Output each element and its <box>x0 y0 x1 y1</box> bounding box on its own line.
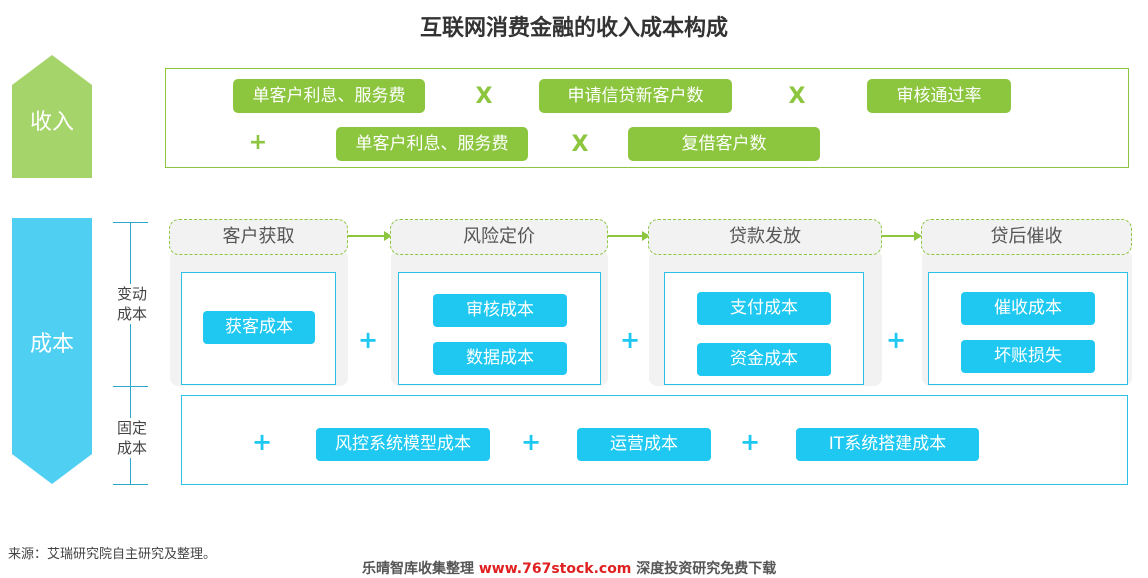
cost-item-collection: 催收成本 <box>961 292 1095 325</box>
income-arrow-shape <box>12 55 92 178</box>
stage-loan-disbursement: 贷款发放 <box>648 219 882 255</box>
cost-item-acquisition: 获客成本 <box>203 311 315 344</box>
cost-item-data: 数据成本 <box>433 342 567 375</box>
cost-arrow-shape <box>12 218 92 484</box>
watermark-url: www.767stock.com <box>478 561 632 577</box>
multiply-operator: X <box>571 132 589 157</box>
income-label: 收入 <box>29 110 74 135</box>
fixed-item-risk-model: 风控系统模型成本 <box>316 428 490 461</box>
income-term-repeat-customers: 复借客户数 <box>628 127 820 161</box>
watermark-prefix: 乐晴智库收集整理 <box>362 561 474 577</box>
income-formula-box <box>165 68 1129 168</box>
multiply-operator: X <box>788 84 806 109</box>
plus-operator: + <box>739 428 761 456</box>
fixed-cost-label: 固定 成本 <box>112 418 152 458</box>
income-term-new-applicants: 申请信贷新客户数 <box>539 79 732 113</box>
stage-post-loan-collection: 贷后催收 <box>921 219 1132 255</box>
plus-operator: + <box>357 326 379 354</box>
variable-cost-label: 变动 成本 <box>112 284 152 324</box>
plus-operator: + <box>885 326 907 354</box>
plus-operator: + <box>619 326 641 354</box>
cost-label: 成本 <box>29 332 74 357</box>
multiply-operator: X <box>475 84 493 109</box>
cost-item-review: 审核成本 <box>433 294 567 327</box>
plus-operator: + <box>248 130 268 155</box>
fixed-item-it-system: IT系统搭建成本 <box>796 428 979 461</box>
page-title: 互联网消费金融的收入成本构成 <box>419 16 728 41</box>
fixed-cost-box <box>181 395 1128 485</box>
income-term-per-customer-fee: 单客户利息、服务费 <box>233 79 425 113</box>
stage-risk-pricing: 风险定价 <box>390 219 608 255</box>
cost-item-payment: 支付成本 <box>697 292 831 325</box>
plus-operator: + <box>251 428 273 456</box>
income-term-per-customer-fee-repeat: 单客户利息、服务费 <box>336 127 528 161</box>
bracket-tick <box>113 484 148 485</box>
bracket-tick <box>113 222 148 223</box>
watermark-suffix: 深度投资研究免费下载 <box>636 561 777 577</box>
plus-operator: + <box>520 428 542 456</box>
watermark: 乐晴智库收集整理 www.767stock.com 深度投资研究免费下载 <box>362 558 776 578</box>
source-note: 来源：艾瑞研究院自主研究及整理。 <box>8 547 217 562</box>
stage-customer-acquisition: 客户获取 <box>169 219 348 255</box>
bracket-tick <box>113 386 148 387</box>
fixed-item-operations: 运营成本 <box>577 428 711 461</box>
cost-item-funding: 资金成本 <box>697 343 831 376</box>
bracket-vertical-line <box>130 222 131 484</box>
cost-item-bad-debt: 坏账损失 <box>961 340 1095 373</box>
income-term-approval-rate: 审核通过率 <box>867 79 1011 113</box>
